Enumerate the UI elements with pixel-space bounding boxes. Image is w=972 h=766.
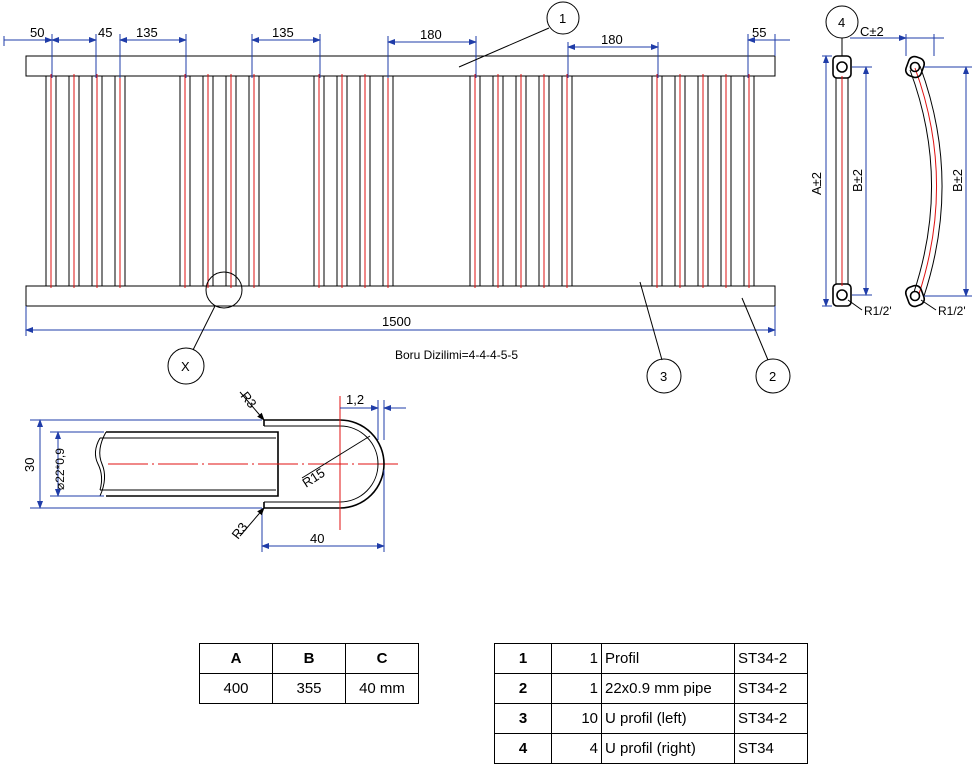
callout-4-label: 4 [838,15,845,30]
dim-135-mid: 135 [272,25,294,40]
part-desc: U profil (left) [601,703,735,734]
callout-2-label: 2 [769,369,776,384]
table-row: 4 4 U profil (right) ST34 [494,733,808,764]
part-no: 4 [494,733,552,764]
part-material: ST34 [734,733,808,764]
callout-1-label: 1 [559,11,566,26]
part-qty: 1 [551,673,602,704]
detail-x-marker [205,271,243,309]
c-dimension-label: C±2 [860,24,884,39]
b-dimension-label-left: B±2 [850,169,865,192]
part-desc: 22x0.9 mm pipe [601,673,735,704]
curved-side-view [904,55,943,308]
side-views: 4 A±2 B±2 R1/2' [809,5,972,318]
a-dimension-label: A±2 [809,172,824,195]
part-qty: 4 [551,733,602,764]
callout-3 [646,358,682,394]
part-no: 3 [494,703,552,734]
table-row: 2 1 22x0.9 mm pipe ST34-2 [494,673,808,704]
header-c: C [345,643,419,674]
height-label: 30 [22,458,37,472]
part-material: ST34-2 [734,703,808,734]
value-b: 355 [272,673,346,704]
callout-x [167,347,205,385]
r-label-right: R1/2' [938,304,966,318]
part-qty: 10 [551,703,602,734]
part-qty: 1 [551,643,602,674]
part-desc: U profil (right) [601,733,735,764]
top-profile [25,55,776,77]
part-no: 2 [494,673,552,704]
overall-length-label: 1500 [382,314,411,329]
parts-table: 1 1 Profil ST34-2 2 1 22x0.9 mm pipe ST3… [494,643,808,764]
dim-180-left: 180 [420,27,442,42]
table-row: 3 10 U profil (left) ST34-2 [494,703,808,734]
pipe-array [45,74,755,288]
part-desc: Profil [601,643,735,674]
dim-135-left: 135 [136,25,158,40]
dim-45: 45 [98,25,112,40]
r3-bottom-label: R3 [229,520,251,542]
r3-top-label: R3 [238,389,260,411]
part-material: ST34-2 [734,643,808,674]
bottom-profile [25,285,776,307]
top-dimension-lines [3,34,790,78]
dim-50: 50 [30,25,44,40]
thickness-label: 1,2 [346,392,364,407]
table-row: 1 1 Profil ST34-2 [494,643,808,674]
part-no: 1 [494,643,552,674]
pipe-arrangement: Boru Dizilimi=4-4-4-5-5 [395,348,518,362]
dim-180-right: 180 [601,32,623,47]
callout-2 [755,358,791,394]
value-c: 40 mm [345,673,419,704]
detail-view: 30 ⌀22*0,9 40 1,2 R15 R3 R3 [22,389,406,552]
callout-1 [546,1,580,35]
radius-label: R15 [299,465,327,491]
front-view: 50 45 135 135 180 180 55 1500 Boru Dizil… [3,1,791,394]
straight-side-view [832,55,852,307]
r-label-left: R1/2' [864,304,892,318]
part-material: ST34-2 [734,673,808,704]
b-dimension-label-right: B±2 [950,169,965,192]
header-a: A [199,643,273,674]
callout-x-label: X [181,359,190,374]
dim-55: 55 [752,25,766,40]
width-label: 40 [310,531,324,546]
dimension-table: A B C 400 355 40 mm [199,643,419,704]
header-b: B [272,643,346,674]
value-a: 400 [199,673,273,704]
callout-3-label: 3 [660,369,667,384]
pipe-label: ⌀22*0,9 [53,448,67,490]
